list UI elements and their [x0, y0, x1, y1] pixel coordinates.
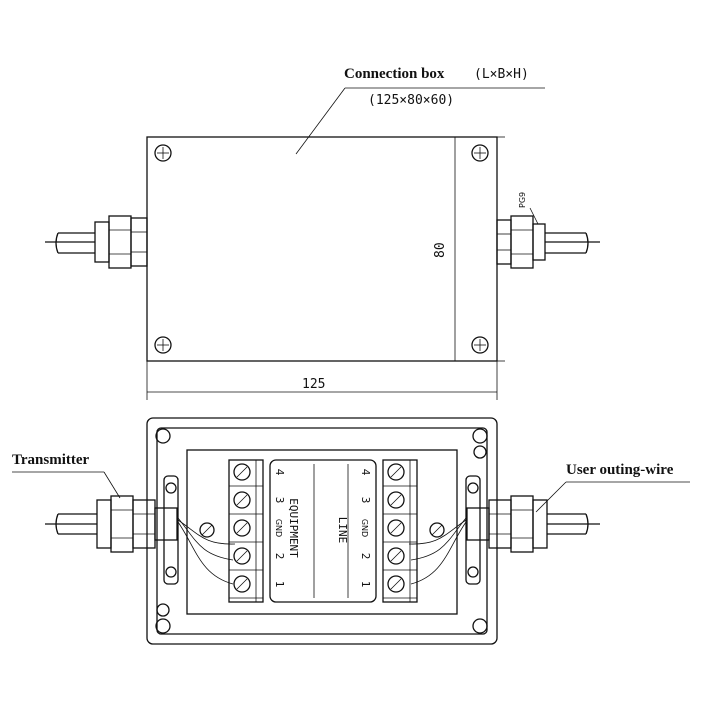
label-user-wire: User outing-wire: [566, 462, 674, 478]
title-formula: (L×B×H): [474, 67, 529, 82]
terminal-screw-left-5: [229, 575, 263, 599]
clamp-bar-left: [163, 475, 179, 585]
terminal-screw-left-4: [229, 547, 263, 571]
clamp-screw-right-bottom: [467, 566, 479, 578]
terminal-screw-left-2: [229, 491, 263, 515]
screw-hole-bl: [155, 618, 171, 634]
terminal-number-right-3: GND: [360, 519, 369, 537]
terminal-screw-right-5: [383, 575, 417, 599]
screw-hole-bl2: [156, 603, 170, 617]
wires-left: [177, 517, 236, 585]
terminal-screw-right-1: [383, 463, 417, 487]
terminal-number-right-5: 1: [359, 581, 372, 588]
gland-left-top: [45, 215, 148, 269]
terminal-title-line: LINE: [336, 517, 349, 544]
wires-right: [408, 517, 467, 585]
pg9-label: PG9: [518, 192, 527, 208]
terminal-number-right-1: 4: [359, 469, 372, 476]
dim-height-value: 80: [433, 242, 448, 258]
terminal-number-left-3: GND: [274, 519, 283, 537]
clamp-screw-left-bottom: [165, 566, 177, 578]
screw-hole-tl: [155, 428, 171, 444]
box-interior-cavity: [186, 449, 458, 615]
dim-width-value: 125: [302, 377, 325, 392]
terminal-number-left-1: 4: [273, 469, 286, 476]
screw-hole-br: [472, 618, 488, 634]
gland-right-bottom: [466, 495, 600, 553]
screw-bottom-left: [154, 336, 172, 354]
terminal-screw-left-3: [229, 519, 263, 543]
screw-hole-tr: [472, 428, 488, 444]
terminal-number-left-5: 1: [273, 581, 286, 588]
terminal-screw-right-2: [383, 491, 417, 515]
screw-top-right: [471, 144, 489, 162]
terminal-number-right-4: 2: [359, 553, 372, 560]
screw-hole-tr2: [473, 445, 487, 459]
clamp-screw-right-top: [467, 482, 479, 494]
screw-bottom-right: [471, 336, 489, 354]
terminal-block-left: [228, 459, 264, 603]
user-wire-leader: [535, 481, 567, 513]
transmitter-leader: [103, 471, 121, 499]
title-leader: [295, 87, 346, 155]
dim-125: 125: [146, 361, 498, 400]
terminal-screw-left-1: [229, 463, 263, 487]
terminal-number-right-2: 3: [359, 497, 372, 504]
terminal-screw-right-4: [383, 547, 417, 571]
top-view: Connection box (L×B×H) (125×80×60): [45, 66, 600, 400]
terminal-block-right: [382, 459, 418, 603]
ground-screw-right: [429, 522, 445, 538]
terminal-number-left-4: 2: [273, 553, 286, 560]
title-dims: (125×80×60): [368, 93, 454, 108]
pg9-leader: [529, 207, 539, 225]
dim-80: 80: [433, 136, 505, 362]
gland-right-top: [496, 215, 600, 269]
box-interior-outer: [146, 417, 498, 645]
terminal-title-equipment: EQUIPMENT: [287, 498, 300, 558]
terminal-screw-right-3: [383, 519, 417, 543]
title-main: Connection box: [344, 66, 445, 82]
terminal-label-panel: [269, 459, 377, 603]
gland-left-bottom: [45, 495, 178, 553]
screw-top-left: [154, 144, 172, 162]
terminal-number-left-2: 3: [273, 497, 286, 504]
ground-screw-left: [199, 522, 215, 538]
label-transmitter: Transmitter: [12, 452, 90, 468]
box-interior-rim: [156, 427, 488, 635]
clamp-screw-left-top: [165, 482, 177, 494]
clamp-bar-right: [465, 475, 481, 585]
